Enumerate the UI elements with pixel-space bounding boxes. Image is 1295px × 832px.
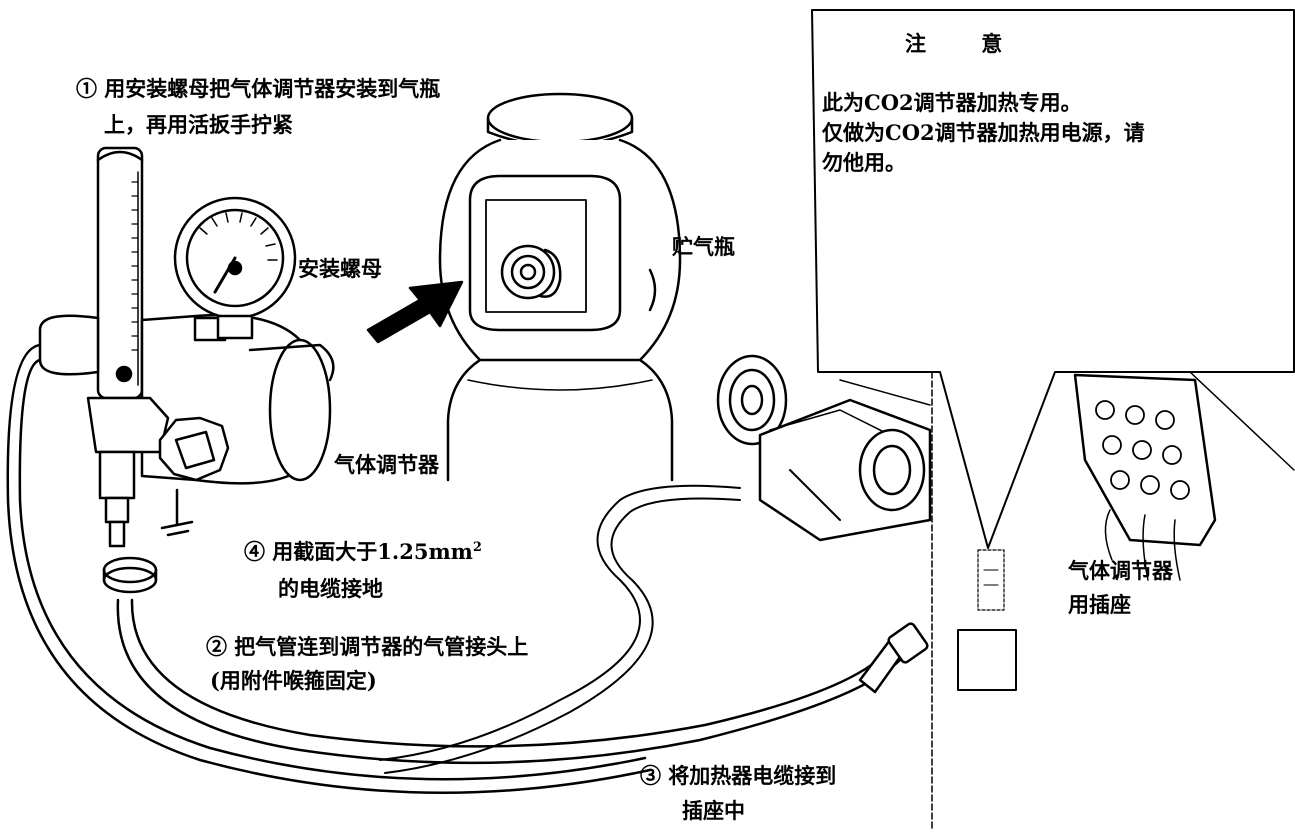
step3-line2: 插座中 bbox=[682, 798, 745, 823]
step1-line2: 上，再用活扳手拧紧 bbox=[104, 112, 293, 137]
mount-arrow bbox=[366, 280, 464, 344]
notice-callout bbox=[811, 9, 1295, 549]
wire-feeder bbox=[716, 354, 932, 542]
notice-body: 此为CO2调节器加热专用。 仅做为CO2调节器加热用电源，请 勿他用。 bbox=[822, 88, 1145, 178]
regulator-knob bbox=[158, 416, 230, 482]
step4-superscript: 2 bbox=[472, 540, 482, 555]
notice-line-2: 仅做为CO2调节器加热用电源，请 bbox=[822, 120, 1145, 145]
step2-line1: ② 把气管连到调节器的气管接头上 bbox=[206, 634, 529, 659]
machine-panel bbox=[931, 371, 1295, 831]
notice-line-1: 此为CO2调节器加热专用。 bbox=[822, 90, 1082, 115]
step3-line1: ③ 将加热器电缆接到 bbox=[640, 763, 837, 788]
label-mount-nut: 安装螺母 bbox=[298, 256, 382, 281]
regulator-socket bbox=[1073, 373, 1217, 581]
step2-line2: (用附件喉箍固定) bbox=[210, 668, 377, 693]
step1-line1: ① 用安装螺母把气体调节器安装到气瓶 bbox=[76, 76, 441, 101]
label-socket-line1: 气体调节器 bbox=[1068, 558, 1173, 583]
flowmeter-tube bbox=[96, 146, 144, 400]
gas-hose bbox=[6, 343, 902, 794]
step4-line1: ④ 用截面大于1.25mm2 bbox=[244, 537, 482, 567]
gas-cylinder bbox=[438, 92, 682, 482]
label-regulator: 气体调节器 bbox=[334, 452, 439, 477]
step4-line1-main: ④ 用截面大于1.25mm bbox=[244, 539, 473, 564]
label-socket-line2: 用插座 bbox=[1068, 592, 1131, 617]
hose-clamp bbox=[102, 556, 158, 594]
heater-plug bbox=[858, 622, 929, 694]
pressure-gauge bbox=[173, 196, 297, 340]
heater-cable bbox=[379, 484, 741, 774]
step4-line2: 的电缆接地 bbox=[278, 576, 383, 601]
notice-title: 注 意 bbox=[905, 31, 1027, 56]
ground-terminal bbox=[160, 488, 194, 537]
notice-line-3: 勿他用。 bbox=[822, 150, 906, 175]
label-gas-cylinder: 贮气瓶 bbox=[672, 234, 735, 259]
